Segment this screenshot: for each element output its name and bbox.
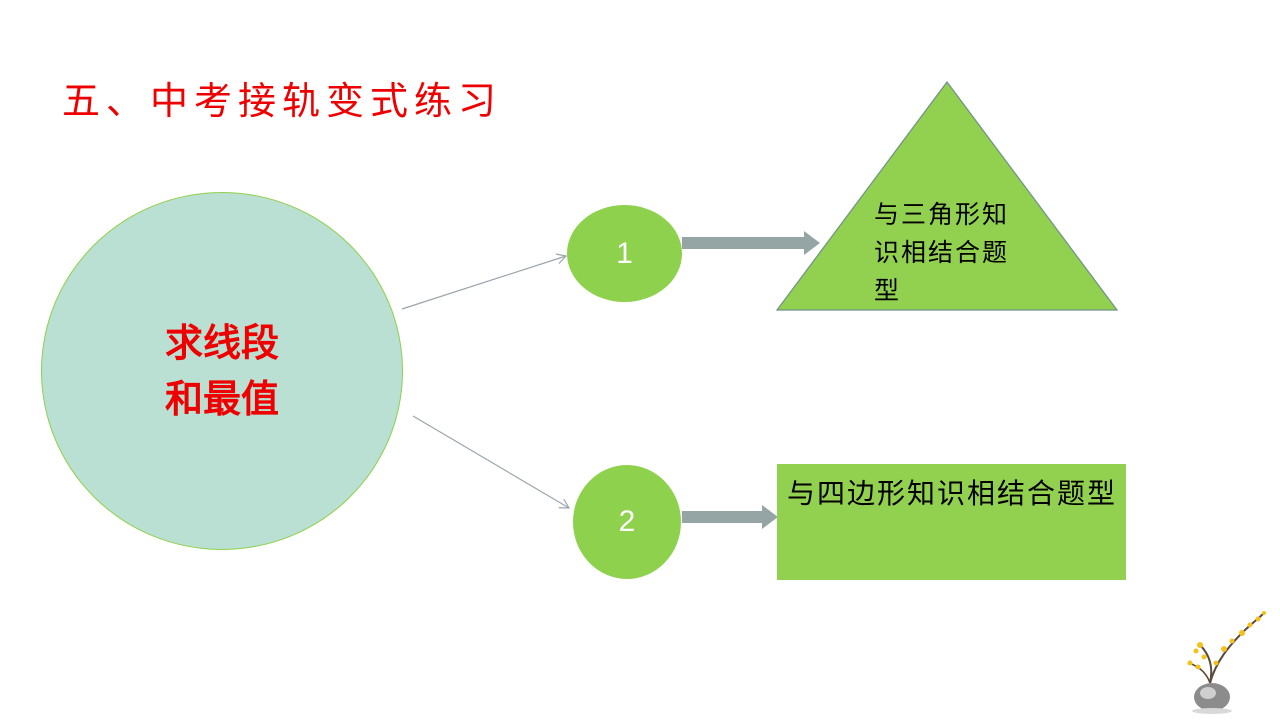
slide-title: 五、中考接轨变式练习 (62, 79, 503, 123)
quadrilateral-topic-label: 与四边形知识相结合题型 (787, 477, 1118, 510)
center-topic-label: 求线段 和最值 (164, 320, 279, 421)
branch-number-1: 1 (616, 236, 633, 270)
branch-number-circle-1: 1 (567, 205, 682, 302)
triangle-shape (776, 81, 1118, 311)
branch-number-2: 2 (618, 505, 636, 538)
triangle-topic-label: 与三角形知识相结合题型 (874, 200, 1010, 305)
block-arrow-2 (682, 505, 778, 529)
branch-number-circle-2: 2 (573, 465, 681, 579)
connector-line-to-2 (412, 415, 571, 509)
quadrilateral-topic-box: 与四边形知识相结合题型 (777, 464, 1126, 580)
plum-blossom-vase-icon (1187, 611, 1266, 714)
connector-line-to-1 (401, 253, 568, 310)
center-topic-circle: 求线段 和最值 (41, 192, 403, 550)
